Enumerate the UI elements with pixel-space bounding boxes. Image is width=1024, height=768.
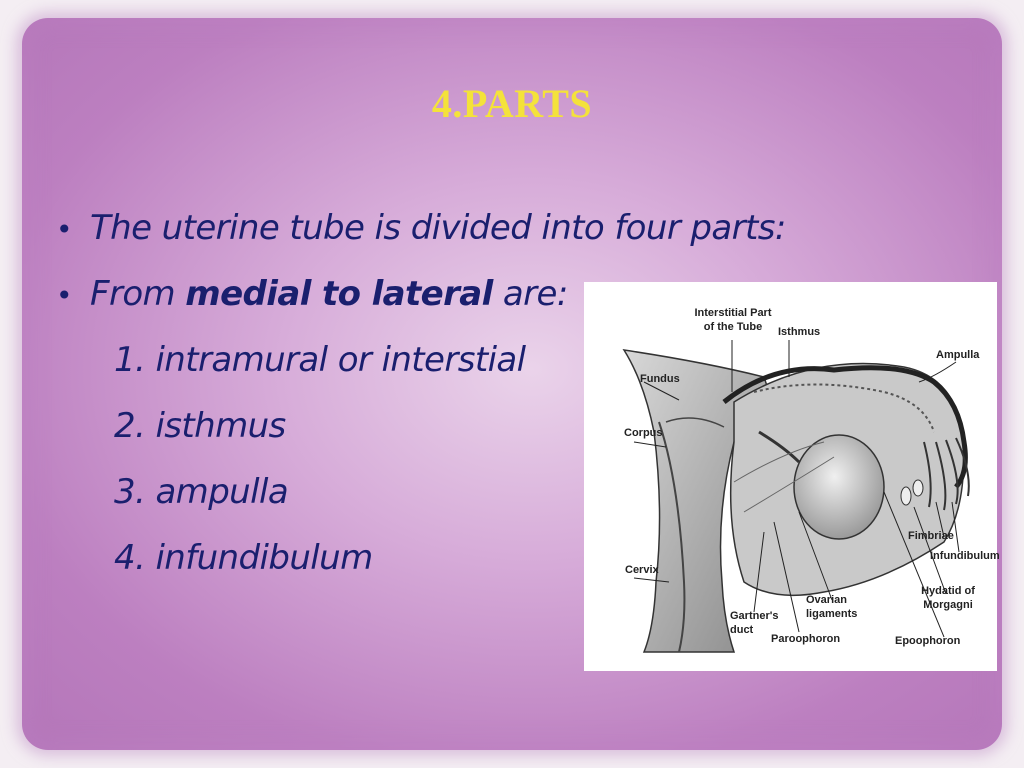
part-item: 4. infundibulum [114,538,373,578]
bullet-dot-icon: • [56,279,73,312]
label-fundus: Fundus [640,373,680,385]
label-corpus: Corpus [624,427,663,439]
bullet-list: • The uterine tube is divided into four p… [56,208,786,604]
label-fimbriae: Fimbriae [908,530,954,542]
label-ovarian-ligaments: Ovarian ligaments [806,594,858,620]
bullet-prefix: From [90,274,186,314]
label-interstitial: Interstitial Part of the Tube [694,307,772,333]
slide-title: 4.PARTS [431,81,593,126]
bullet-emphasis: medial to lateral [185,274,493,314]
part-item: 2. isthmus [114,406,286,446]
label-hydatid: Hydatid of Morgagni [921,585,975,611]
part-item: 3. ampulla [114,472,289,512]
bullet-text: The uterine tube is divided into four pa… [90,208,786,248]
label-isthmus: Isthmus [778,326,821,338]
bullet-dot-icon: • [56,213,73,246]
label-cervix: Cervix [625,564,659,576]
bullet-item: • The uterine tube is divided into four p… [56,208,786,274]
bullet-item: • From medial to lateral are: [56,274,786,340]
label-gartners-duct: Gartner's duct [730,610,779,636]
label-epoophoron: Epoophoron [895,635,961,647]
uterine-tube-diagram: Interstitial Part of the Tube Isthmus Am… [584,282,1000,671]
uterus-illustration [622,340,970,653]
label-paroophoron: Paroophoron [771,633,841,645]
part-item: 1. intramural or interstial [114,340,526,380]
label-ampulla: Ampulla [936,349,980,361]
label-infundibulum: Infundibulum [930,550,1000,562]
bullet-suffix: are: [492,274,568,314]
